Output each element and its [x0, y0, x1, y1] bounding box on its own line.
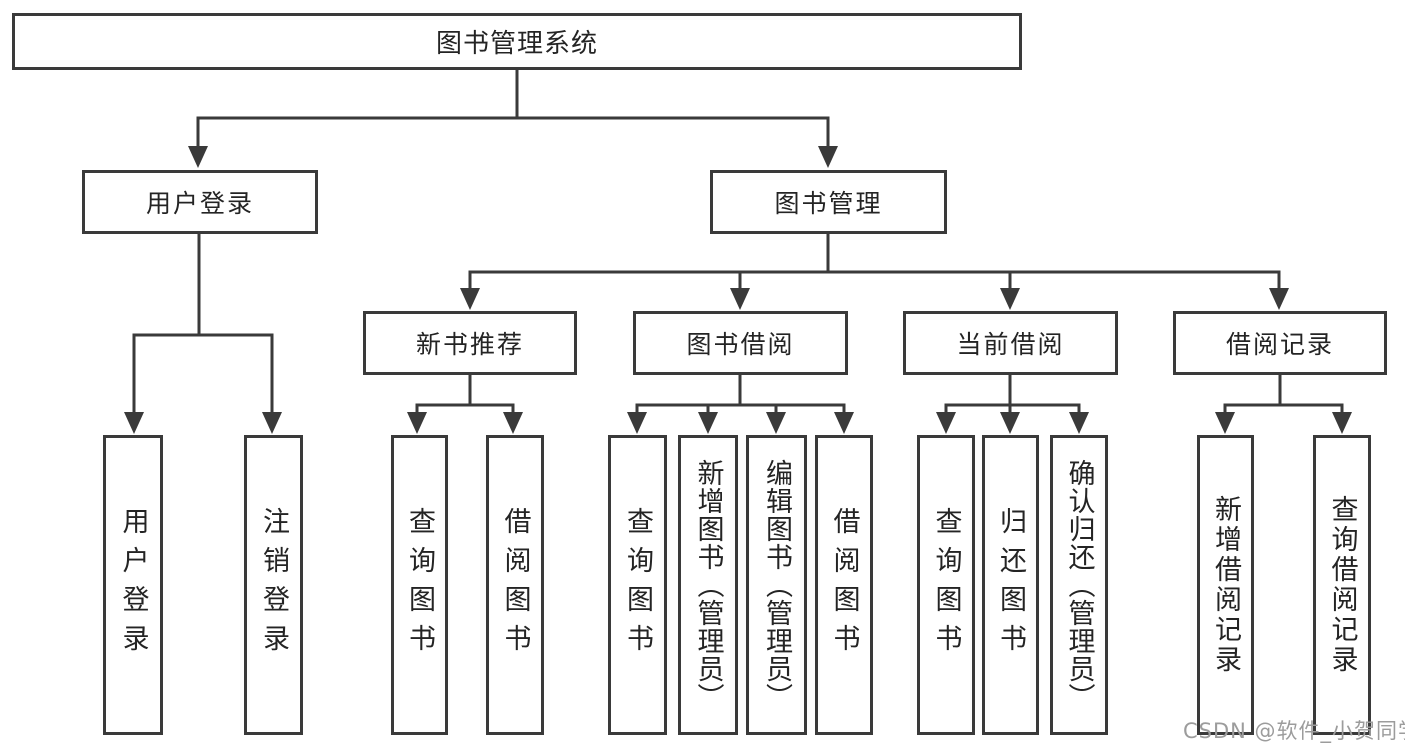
leaf-query-books-borrow: 查询图书	[608, 435, 667, 735]
node-label: 新增借阅记录	[1210, 495, 1241, 675]
node-label: 新书推荐	[415, 330, 524, 359]
leaf-logout: 注销登录	[244, 435, 303, 735]
leaf-query-borrow-record: 查询借阅记录	[1313, 435, 1371, 735]
node-label: 图书借阅	[686, 330, 795, 359]
node-label: 确认归还（管理员）	[1063, 459, 1095, 711]
node-label: 图书管理系统	[435, 29, 598, 59]
node-label: 新增图书（管理员）	[692, 459, 724, 711]
leaf-query-books-current: 查询图书	[917, 435, 975, 735]
node-label: 借阅图书	[499, 507, 531, 663]
node-label: 图书管理	[774, 189, 883, 218]
node-label: 用户登录	[145, 189, 254, 218]
leaf-user-login: 用户登录	[103, 435, 163, 735]
node-label: 查询图书	[930, 507, 962, 663]
csdn-watermark: CSDN @软件_小贺同学	[1183, 719, 1405, 743]
leaf-confirm-return-admin: 确认归还（管理员）	[1050, 435, 1108, 735]
node-label: 归还图书	[995, 507, 1026, 663]
leaf-query-books-recommend: 查询图书	[391, 435, 448, 735]
node-label: 借阅图书	[828, 507, 860, 663]
node-label: 查询图书	[404, 507, 435, 663]
node-label: 查询图书	[622, 507, 653, 663]
node-current-borrow: 当前借阅	[903, 311, 1118, 375]
arrowheads	[124, 146, 1352, 434]
node-library-management-system: 图书管理系统	[12, 13, 1022, 70]
node-book-management: 图书管理	[710, 170, 947, 234]
node-label: 当前借阅	[956, 330, 1065, 359]
node-new-book-recommend: 新书推荐	[363, 311, 577, 375]
node-label: 查询借阅记录	[1326, 495, 1358, 675]
leaf-add-books-admin: 新增图书（管理员）	[678, 435, 738, 735]
leaf-edit-books-admin: 编辑图书（管理员）	[746, 435, 807, 735]
node-borrow-records: 借阅记录	[1173, 311, 1387, 375]
node-user-login-group: 用户登录	[82, 170, 318, 234]
node-book-borrow: 图书借阅	[633, 311, 848, 375]
node-label: 用户登录	[117, 507, 149, 663]
leaf-add-borrow-record: 新增借阅记录	[1197, 435, 1254, 735]
leaf-borrow-books-recommend: 借阅图书	[486, 435, 544, 735]
node-label: 编辑图书（管理员）	[761, 459, 792, 711]
leaf-return-books: 归还图书	[982, 435, 1039, 735]
leaf-borrow-books: 借阅图书	[815, 435, 873, 735]
node-label: 注销登录	[258, 507, 289, 663]
node-label: 借阅记录	[1225, 330, 1334, 359]
